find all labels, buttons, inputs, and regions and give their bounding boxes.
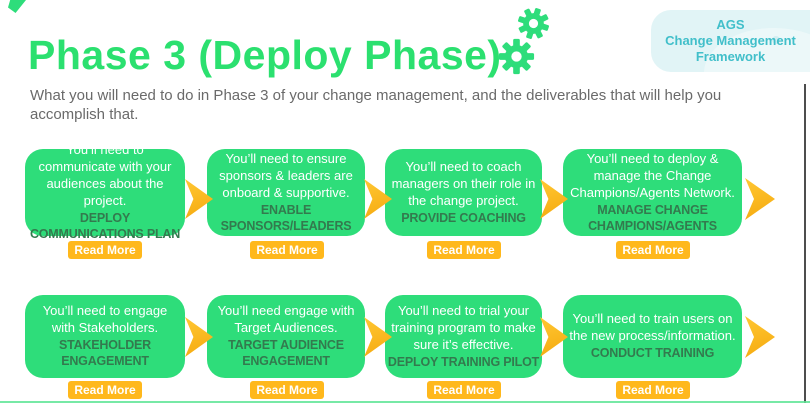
card-deliverable: DEPLOY TRAINING PILOT [387,354,540,369]
card-deliverable: PROVIDE COACHING [401,210,526,225]
card-conduct-training: You’ll need to train users on the new pr… [563,295,742,378]
card-description: You’ll need to communicate with your aud… [38,142,172,209]
card-deploy-training-pilot: You’ll need to trial your training progr… [385,295,542,378]
read-more-button[interactable]: Read More [68,381,142,399]
card-deliverable: TARGET AUDIENCE ENGAGEMENT [228,338,344,369]
card-deliverable: DEPLOY COMMUNICATIONS PLAN [29,211,181,242]
gear-icon [518,8,549,39]
read-more-button[interactable]: Read More [616,241,690,259]
card-deliverable: ENABLE SPONSORS/LEADERS [220,202,352,233]
card-deliverable: CONDUCT TRAINING [590,346,715,361]
gear-icon [498,38,535,75]
corner-accent-shape [8,0,26,13]
card-target-audience-engagement: You’ll need engage with Target Audiences… [207,295,365,378]
badge-line: AGS [716,16,745,32]
ags-framework-badge: AGS Change Management Framework [651,10,810,72]
card-description: You’ll need engage with Target Audiences… [217,303,355,336]
card-stakeholder-engagement: You’ll need to engage with Stakeholders.… [25,295,185,378]
card-description: You’ll need to engage with Stakeholders. [42,303,168,336]
card-description: You’ll need to coach managers on their r… [391,159,536,208]
card-description: You’ll need to ensure sponsors & leaders… [219,150,353,200]
card-manage-change-champions: You’ll need to deploy & manage the Chang… [563,149,742,236]
read-more-button[interactable]: Read More [250,381,324,399]
page-title: Phase 3 (Deploy Phase) [28,32,502,78]
read-more-button[interactable]: Read More [68,241,142,259]
read-more-button[interactable]: Read More [616,381,690,399]
card-description: You’ll need to deploy & manage the Chang… [570,150,735,200]
card-enable-sponsors-leaders: You’ll need to ensure sponsors & leaders… [207,149,365,236]
page-subtitle: What you will need to do in Phase 3 of y… [30,87,722,124]
bottom-accent-line [0,401,810,403]
card-description: You’ll need to trial your training progr… [391,303,536,352]
card-deliverable: STAKEHOLDER ENGAGEMENT [58,338,151,369]
read-more-button[interactable]: Read More [427,241,501,259]
card-deploy-communications-plan: You’ll need to communicate with your aud… [25,142,185,241]
card-provide-coaching: You’ll need to coach managers on their r… [385,149,542,236]
read-more-button[interactable]: Read More [250,241,324,259]
read-more-button[interactable]: Read More [427,381,501,399]
card-deliverable: MANAGE CHANGE CHAMPIONS/AGENTS [588,202,717,233]
right-edge-line [804,84,806,403]
badge-line: Framework [695,49,766,65]
chevron-arrow-icon [745,316,775,358]
card-description: You’ll need to train users on the new pr… [569,311,736,344]
badge-line: Change Management [665,32,796,48]
chevron-arrow-icon [745,178,775,220]
